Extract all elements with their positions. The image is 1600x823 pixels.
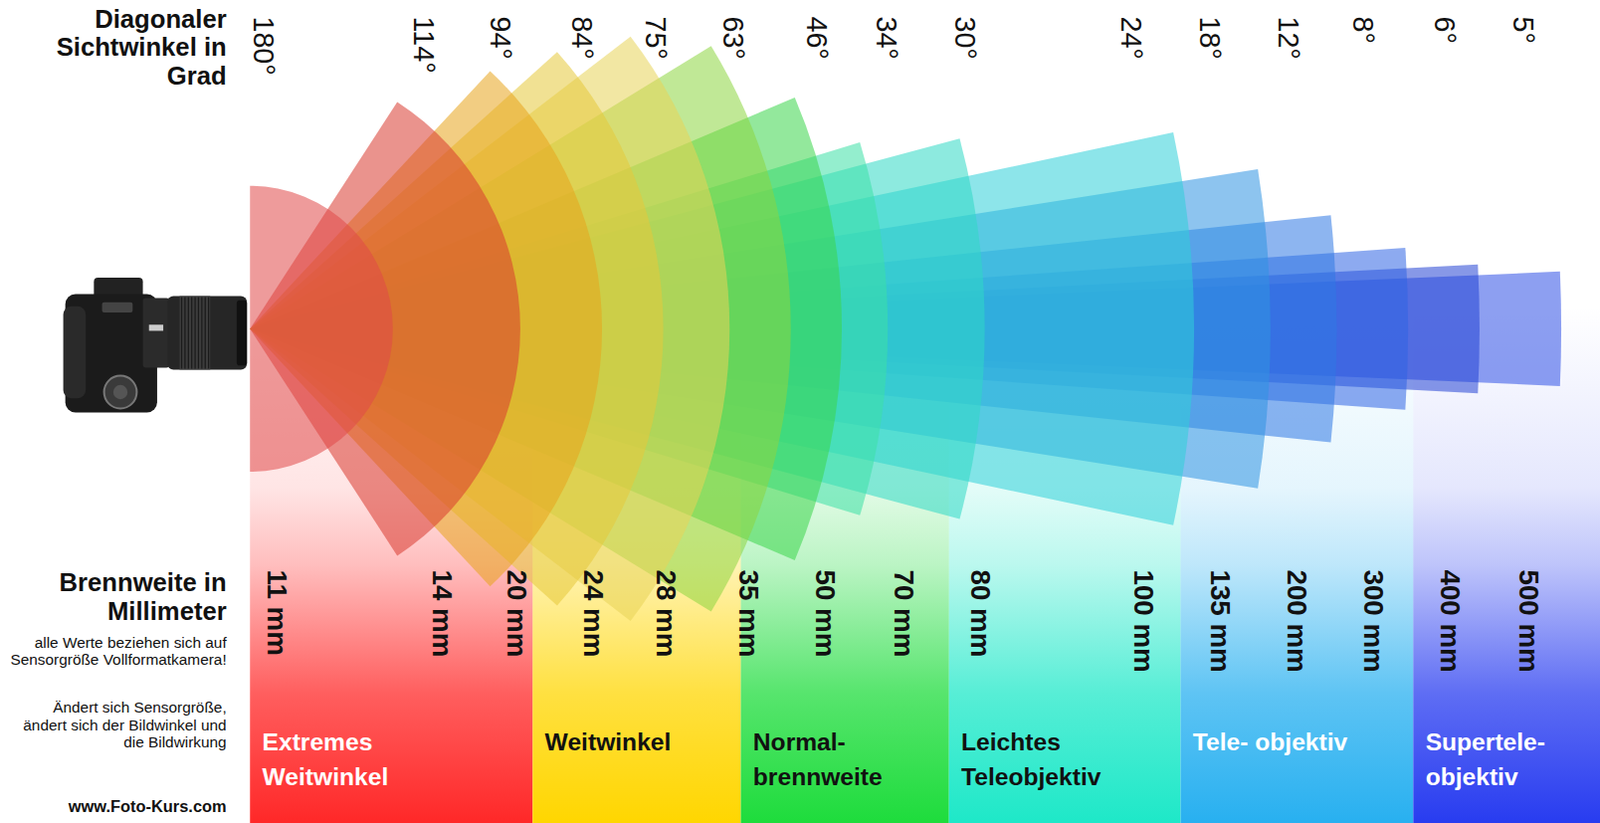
angle-of-view-sector	[249, 186, 394, 472]
lens-front	[236, 300, 247, 367]
lens-ring-line	[200, 297, 202, 370]
focal-length-value: 50 mm	[810, 570, 839, 658]
lens-ring-line	[191, 297, 193, 370]
axis-heading: Brennweite in Millimeter	[7, 567, 226, 624]
note-text: Ändert sich Sensorgröße, ändert sich der…	[7, 698, 226, 751]
focal-length-value: 200 mm	[1282, 570, 1311, 673]
lens-ring-line	[207, 297, 209, 370]
lens-ring-line	[198, 297, 200, 370]
focal-length-value: 300 mm	[1358, 570, 1387, 673]
focal-length-value: 28 mm	[651, 570, 680, 658]
focal-length-value: 100 mm	[1129, 570, 1158, 673]
focal-length-value: 135 mm	[1205, 570, 1234, 673]
angle-value: 5°	[1508, 15, 1538, 43]
lens-ring-line	[188, 297, 190, 370]
angle-value: 30°	[950, 15, 980, 59]
angle-value: 94°	[485, 15, 515, 59]
note-text: alle Werte beziehen sich auf Sensorgröße…	[7, 632, 226, 668]
angle-of-view-sector	[249, 101, 521, 556]
category-label: Extremes Weitwinkel	[262, 724, 447, 795]
focal-length-value: 24 mm	[578, 570, 606, 658]
camera-dial	[104, 376, 138, 409]
angle-value: 34°	[871, 15, 901, 59]
focal-length-value: 70 mm	[889, 570, 918, 658]
camera-dial-center	[113, 385, 128, 400]
category-label: Normal- brennweite	[753, 724, 938, 795]
angle-value: 46°	[801, 15, 831, 59]
angle-value: 63°	[718, 15, 748, 59]
angle-of-view-sector	[249, 51, 663, 605]
lens-ring-lines	[182, 297, 209, 370]
focal-length-value: 14 mm	[426, 570, 455, 658]
website-url: www.Foto-Kurs.com	[7, 796, 226, 817]
lens-ring-line	[181, 297, 183, 370]
lens-marking	[149, 324, 164, 331]
lens-ring-line	[204, 297, 206, 370]
focal-length-value: 500 mm	[1513, 570, 1542, 673]
lens-ring-line	[184, 297, 186, 370]
category-label: Supertele- objektiv	[1425, 724, 1600, 795]
camera-grip	[63, 306, 87, 399]
angle-value: 8°	[1348, 15, 1378, 43]
angle-of-view-sector	[249, 71, 602, 588]
angle-value: 12°	[1273, 15, 1303, 59]
angle-value: 6°	[1429, 15, 1459, 43]
lens-ring-line	[194, 297, 196, 370]
category-label: Leichtes Teleobjektiv	[961, 724, 1166, 795]
lens-zoom-ring	[179, 296, 210, 371]
category-label: Tele- objektiv	[1193, 724, 1378, 760]
focal-length-value: 400 mm	[1434, 570, 1463, 673]
angle-value: 180°	[248, 15, 278, 75]
focal-length-value: 11 mm	[261, 570, 290, 656]
lens-mount	[143, 298, 171, 369]
angle-value: 114°	[408, 15, 438, 73]
angle-value: 18°	[1195, 15, 1224, 59]
lens-barrel	[167, 296, 247, 371]
camera-button	[102, 302, 134, 313]
axis-heading: Diagonaler Sichtwinkel in Grad	[7, 3, 226, 90]
angle-value: 24°	[1116, 15, 1146, 59]
angle-value: 75°	[640, 15, 670, 59]
angle-value: 84°	[567, 15, 597, 59]
category-label: Weitwinkel	[545, 724, 730, 760]
focal-length-value: 20 mm	[501, 570, 530, 658]
focal-length-value: 35 mm	[734, 570, 763, 658]
focal-length-value: 80 mm	[966, 570, 995, 658]
angle-of-view-sector	[249, 36, 730, 621]
